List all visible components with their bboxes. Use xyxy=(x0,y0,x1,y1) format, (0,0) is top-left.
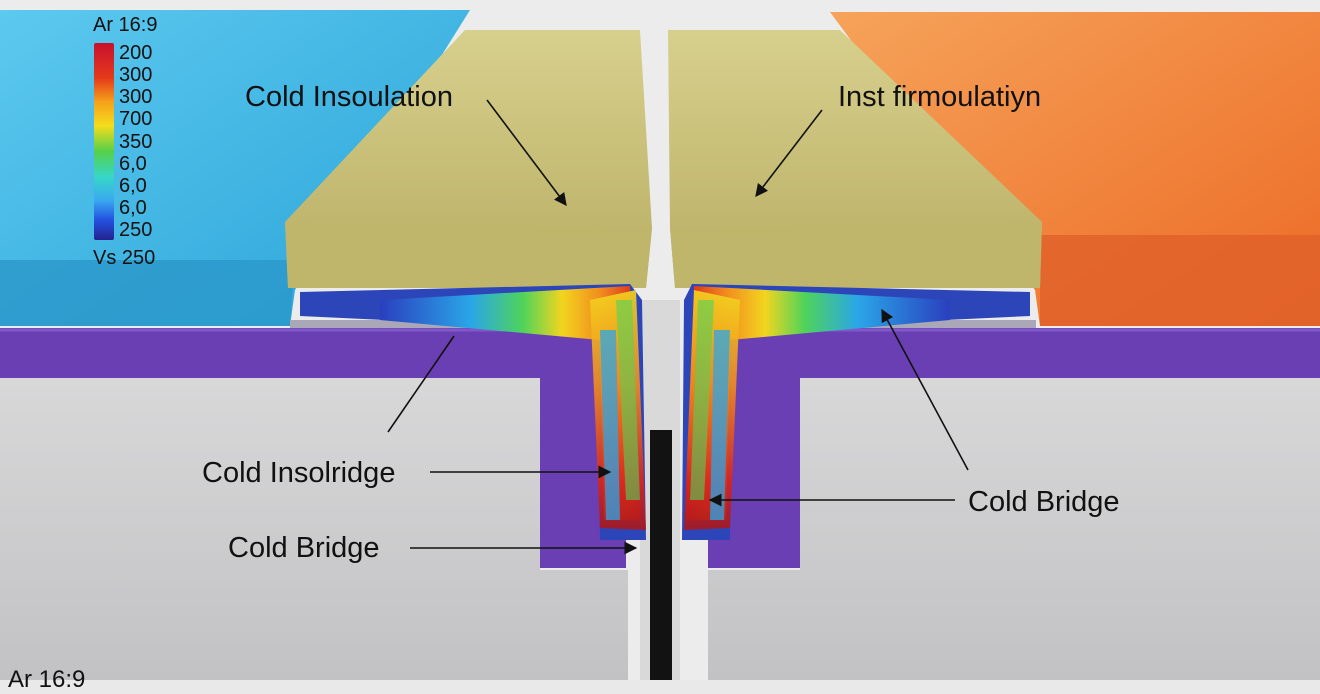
label-cold-insolridge: Cold Insolridge xyxy=(202,457,395,489)
diagram-canvas: Cold Insoulation Inst firmoulatiyn Cold … xyxy=(0,10,1320,693)
label-cold-bridge-left: Cold Bridge xyxy=(228,532,380,564)
left-grey-body xyxy=(0,378,628,680)
label-inst-firmoulatiyn: Inst firmoulatiyn xyxy=(838,81,1041,113)
scale-tick: 6,0 xyxy=(119,174,147,197)
corner-caption: Ar 16:9 xyxy=(8,666,86,693)
right-grey-body xyxy=(708,378,1320,680)
left-blue-insulation xyxy=(0,10,470,326)
center-gap xyxy=(650,430,672,680)
right-purple-layer xyxy=(708,328,1320,568)
label-cold-bridge-right: Cold Bridge xyxy=(968,486,1120,518)
label-cold-insoulation: Cold Insoulation xyxy=(245,81,453,113)
left-purple-layer xyxy=(0,328,626,568)
color-scale-bar xyxy=(94,43,114,240)
scale-tick: 300 xyxy=(119,64,153,87)
legend-footer: Vs 250 xyxy=(93,247,156,269)
color-scale-ticks: 200 300 300 700 350 6,0 6,0 6,0 250 xyxy=(119,43,179,240)
leader-cold-insoulation xyxy=(486,99,567,207)
thermal-bridge-diagram: Cold Insoulation Inst firmoulatiyn Cold … xyxy=(0,10,1320,680)
scale-tick: 700 xyxy=(119,108,153,131)
legend-title: Ar 16:9 xyxy=(93,14,158,36)
scale-tick: 250 xyxy=(119,219,153,241)
scale-tick: 200 xyxy=(119,42,153,64)
scale-tick: 6,0 xyxy=(119,196,147,219)
scale-tick: 6,0 xyxy=(119,152,147,175)
leader-inst-firmoulatiyn xyxy=(755,109,823,198)
leader-cold-bridge-right-upper xyxy=(881,308,969,471)
right-mineral-wool xyxy=(668,30,1042,288)
scale-tick: 300 xyxy=(119,86,153,109)
scale-tick: 350 xyxy=(119,130,153,153)
leader-cold-insolridge-upper xyxy=(387,335,455,433)
